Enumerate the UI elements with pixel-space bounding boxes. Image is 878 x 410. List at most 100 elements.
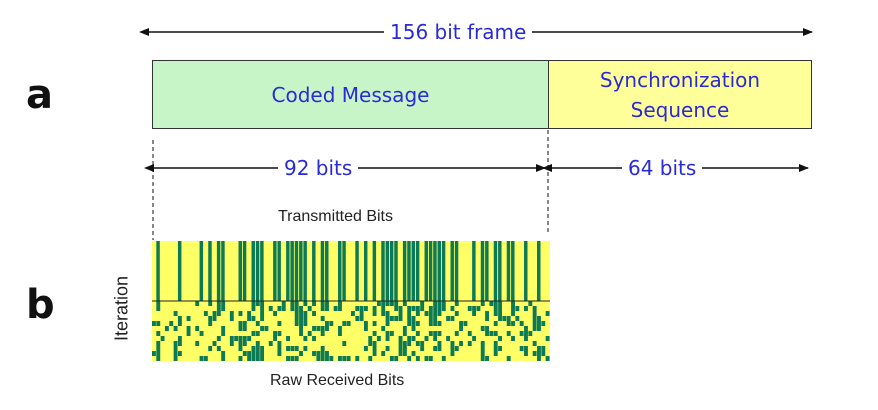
received-bit (325, 301, 329, 306)
received-bit (532, 341, 537, 346)
received-bit (173, 346, 178, 351)
transmitted-bit (433, 241, 437, 301)
received-bit (294, 356, 299, 361)
received-bit (273, 331, 278, 336)
transmitted-bit (485, 241, 489, 301)
received-bit (359, 311, 364, 316)
received-bit (428, 321, 433, 326)
received-bit (299, 306, 303, 311)
transmitted-bit (402, 241, 407, 301)
received-bit (381, 351, 386, 356)
received-bit (251, 316, 256, 321)
received-bit (437, 306, 442, 311)
received-bit (277, 341, 282, 346)
received-bit (402, 351, 407, 356)
received-bit (467, 306, 472, 311)
received-bit (363, 306, 368, 311)
received-bit (502, 316, 507, 321)
received-bit (537, 356, 541, 361)
received-bit (260, 351, 265, 356)
received-bit (294, 316, 299, 321)
received-bit (437, 341, 442, 346)
received-bit (519, 331, 524, 336)
received-bit (156, 331, 161, 336)
received-bit (537, 321, 541, 326)
received-bit (437, 321, 442, 326)
received-bit (299, 321, 303, 326)
received-bit (480, 326, 485, 331)
received-bit (428, 316, 433, 321)
received-bit (545, 336, 550, 341)
transmitted-bit (312, 241, 316, 301)
transmitted-bit (424, 241, 428, 301)
received-bit (355, 306, 360, 311)
received-bit (519, 346, 524, 351)
received-bit (247, 351, 252, 356)
received-bit (338, 326, 342, 331)
transmitted-bit (238, 241, 242, 301)
received-bit (221, 306, 226, 311)
received-bit (338, 331, 342, 336)
transmitted-bit (415, 241, 420, 301)
received-bit (428, 311, 433, 316)
received-bit (411, 351, 416, 356)
received-bit (493, 351, 498, 356)
coded-message-label: Coded Message (271, 82, 430, 107)
received-bit (320, 331, 325, 336)
transmitted-bit (480, 241, 485, 301)
received-bit (208, 316, 213, 321)
received-bit (524, 346, 528, 351)
received-bit (199, 331, 204, 336)
transmitted-bit (428, 241, 433, 301)
received-bit (281, 301, 286, 306)
received-bit (346, 321, 351, 326)
received-bit (242, 351, 247, 356)
received-bit (307, 306, 312, 311)
received-bit (152, 321, 156, 326)
received-bit (485, 326, 489, 331)
transmitted-bit (290, 241, 294, 301)
received-bit (420, 346, 425, 351)
received-bit (268, 306, 273, 311)
received-bit (446, 336, 451, 341)
received-bit (195, 326, 200, 331)
received-bit (221, 301, 226, 306)
received-bit (493, 341, 498, 346)
received-bit (238, 346, 243, 351)
received-bit (273, 311, 278, 316)
received-bit (381, 301, 386, 306)
received-bit (511, 301, 515, 306)
received-bit (372, 346, 377, 351)
received-bit (394, 356, 399, 361)
received-bit (320, 346, 325, 351)
received-bit (156, 306, 161, 311)
received-bit (394, 306, 399, 311)
received-bit (528, 331, 533, 336)
received-bit (485, 311, 489, 316)
received-bit (351, 311, 355, 316)
received-bit (346, 356, 351, 361)
received-bit (177, 321, 182, 326)
received-bit (389, 356, 394, 361)
received-bit (428, 356, 433, 361)
received-bit (389, 316, 394, 321)
received-bit (251, 346, 256, 351)
received-bit (303, 301, 308, 306)
received-bit (498, 301, 502, 306)
received-bit (156, 321, 161, 326)
received-bit (402, 346, 407, 351)
received-bit (286, 336, 290, 341)
received-bit (299, 326, 303, 331)
received-bit (242, 321, 247, 326)
received-bit (415, 356, 420, 361)
received-bit (402, 331, 407, 336)
received-bit (441, 306, 446, 311)
received-bit (294, 321, 299, 326)
received-bit (398, 336, 403, 341)
received-bit (368, 341, 373, 346)
received-bit (299, 316, 303, 321)
received-bit (255, 321, 260, 326)
received-bit (303, 311, 308, 316)
received-bit (524, 306, 528, 311)
transmitted-bit (273, 241, 277, 301)
